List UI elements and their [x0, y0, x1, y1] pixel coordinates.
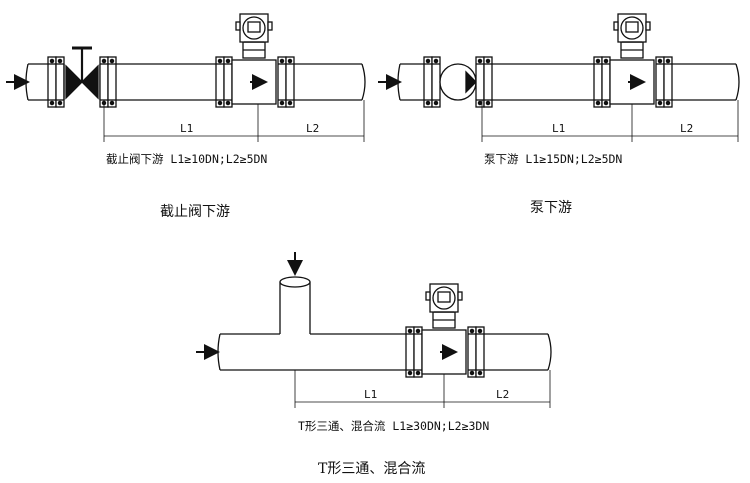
pipe: [28, 63, 50, 101]
caption: 泵下游 L1≥15DN;L2≥5DN: [484, 152, 622, 166]
dimension-label-l1: L1: [552, 122, 565, 135]
dimension-label-l2: L2: [306, 122, 319, 135]
diagram-title: 泵下游: [530, 200, 572, 216]
diagram-title: T形三通、混合流: [318, 461, 425, 477]
dimension-label-l1: L1: [180, 122, 193, 135]
diagram-title: 截止阀下游: [160, 204, 230, 220]
diagram-pump: L1 L2 泵下游 L1≥15DN;L2≥5DN 泵下游: [378, 13, 740, 216]
dimension-label-l1: L1: [364, 388, 377, 401]
dimension-label-l2: L2: [680, 122, 693, 135]
caption: T形三通、混合流 L1≥30DN;L2≥3DN: [298, 419, 489, 433]
valve-icon: [65, 64, 83, 100]
diagram-t-junction: L1 L2 T形三通、混合流 L1≥30DN;L2≥3DN T形三通、混合流: [196, 252, 552, 477]
caption: 截止阀下游 L1≥10DN;L2≥5DN: [106, 152, 267, 166]
dimension-label-l2: L2: [496, 388, 509, 401]
diagram-valve: L1 L2 截止阀下游 L1≥10DN;L2≥5DN 截止阀下游: [6, 13, 366, 220]
